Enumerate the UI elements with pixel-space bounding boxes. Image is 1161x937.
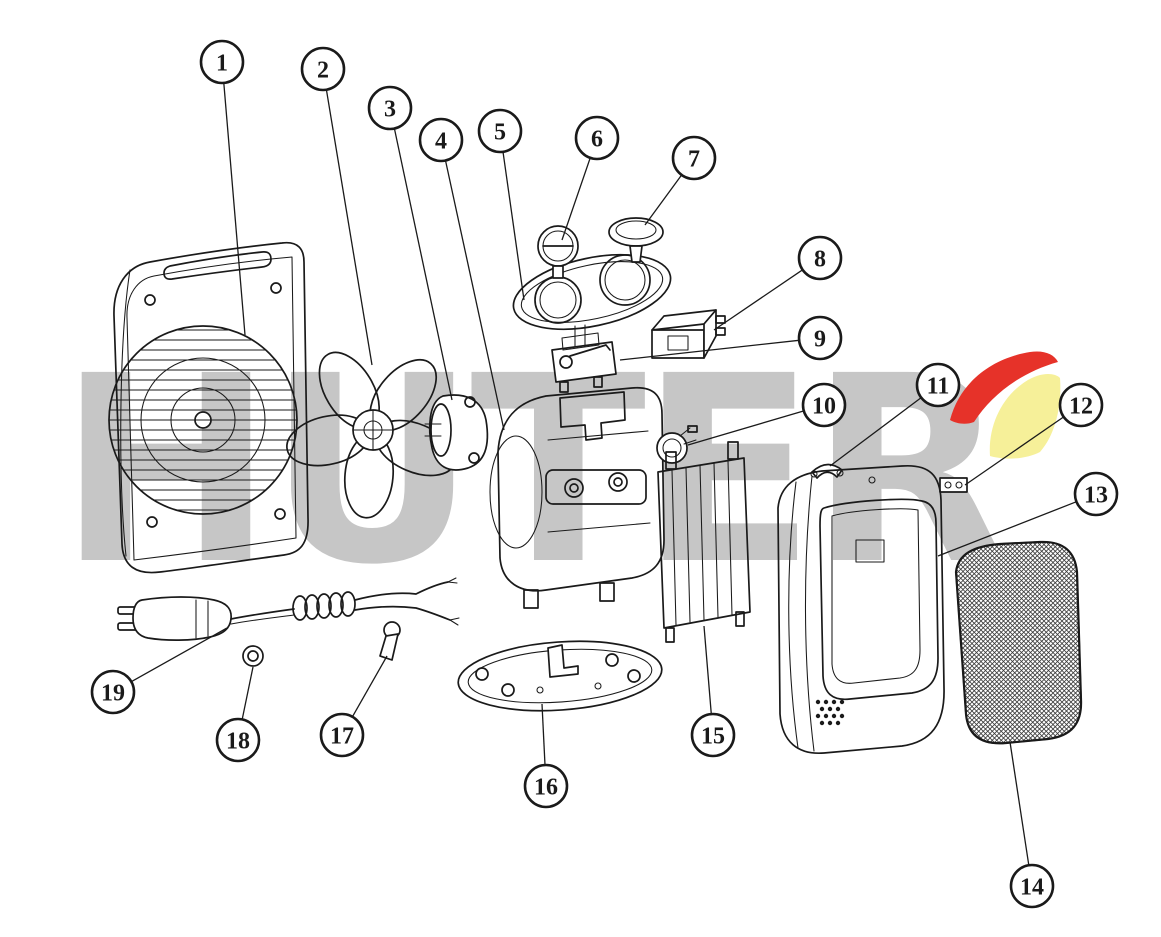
part-indicator <box>939 477 968 493</box>
leader-line-10 <box>687 410 805 446</box>
part-callout-circle-11 <box>915 362 961 408</box>
part-callout-circle-7 <box>671 135 717 181</box>
part-number-1: 1 <box>216 50 228 76</box>
part-front-grille-mesh <box>954 540 1083 745</box>
part-callout-circle-15 <box>690 712 736 758</box>
leader-line-13 <box>937 501 1077 557</box>
part-number-17: 17 <box>330 723 354 749</box>
logo-red-swoosh-icon <box>950 351 1058 424</box>
part-callout-circle-6 <box>574 115 620 161</box>
part-number-14: 14 <box>1020 874 1044 900</box>
part-callout-circle-4 <box>418 117 464 163</box>
leader-line-2 <box>325 89 373 366</box>
part-callout-circle-2 <box>300 46 346 92</box>
leader-line-11 <box>829 397 922 467</box>
part-top-cover-plate <box>512 253 672 349</box>
part-number-3: 3 <box>384 96 396 122</box>
part-callout-circle-17 <box>319 712 365 758</box>
part-knob-small <box>537 225 579 279</box>
part-knob-large <box>608 217 664 263</box>
part-number-6: 6 <box>591 126 603 152</box>
part-callout-circle-8 <box>797 235 843 281</box>
part-number-15: 15 <box>701 723 725 749</box>
leader-line-12 <box>964 416 1065 486</box>
part-thermal-cutoff <box>656 425 698 464</box>
part-callout-circle-9 <box>797 315 843 361</box>
part-number-12: 12 <box>1069 393 1093 419</box>
leader-line-7 <box>644 174 683 226</box>
part-number-18: 18 <box>226 728 250 754</box>
leader-line-15 <box>703 625 712 715</box>
part-rear-housing <box>108 241 309 574</box>
logo-yellow-swoosh-icon <box>989 374 1061 459</box>
part-mounting-frame <box>489 386 665 609</box>
leader-line-4 <box>444 160 505 431</box>
part-motor <box>424 394 489 471</box>
vent-dots <box>815 699 845 726</box>
parts-art <box>108 217 1083 754</box>
watermark-text: HUTER <box>58 321 1008 621</box>
part-cable-clamp <box>379 621 401 661</box>
part-number-7: 7 <box>688 146 700 172</box>
leader-line-3 <box>393 128 453 401</box>
leader-line-19 <box>130 627 228 683</box>
leader-line-1 <box>223 82 246 336</box>
watermark: HUTER <box>58 321 1061 621</box>
part-callout-circle-18 <box>215 717 261 763</box>
leader-line-18 <box>241 666 254 720</box>
leader-line-9 <box>619 339 800 361</box>
part-front-housing <box>777 464 945 754</box>
part-number-5: 5 <box>494 119 506 145</box>
part-number-19: 19 <box>101 680 125 706</box>
part-callout-circle-13 <box>1073 471 1119 517</box>
part-number-11: 11 <box>927 373 950 399</box>
leader-line-16 <box>541 703 546 766</box>
part-number-16: 16 <box>534 774 558 800</box>
part-number-13: 13 <box>1084 482 1108 508</box>
leader-line-17 <box>351 655 388 718</box>
leader-line-5 <box>502 151 525 301</box>
part-thermostat <box>551 332 617 393</box>
part-base-plate <box>457 640 663 712</box>
leader-line-6 <box>561 157 591 241</box>
strain-relief-coil <box>292 591 356 621</box>
part-heating-element <box>657 441 751 643</box>
leader-line-14 <box>1009 741 1030 866</box>
leader-line-8 <box>713 269 803 331</box>
part-callout-circle-1 <box>199 39 245 85</box>
part-callout-circle-10 <box>801 382 847 428</box>
part-number-9: 9 <box>814 326 826 352</box>
part-callout-circle-5 <box>477 108 523 154</box>
part-number-4: 4 <box>435 128 447 154</box>
part-callout-circle-3 <box>367 85 413 131</box>
part-callout-circle-14 <box>1009 863 1055 909</box>
part-number-10: 10 <box>812 393 836 419</box>
part-callout-circle-19 <box>90 669 136 715</box>
part-number-2: 2 <box>317 57 329 83</box>
part-callout-circle-12 <box>1058 382 1104 428</box>
part-callout-circle-16 <box>523 763 569 809</box>
part-number-8: 8 <box>814 246 826 272</box>
part-washer <box>242 645 264 667</box>
